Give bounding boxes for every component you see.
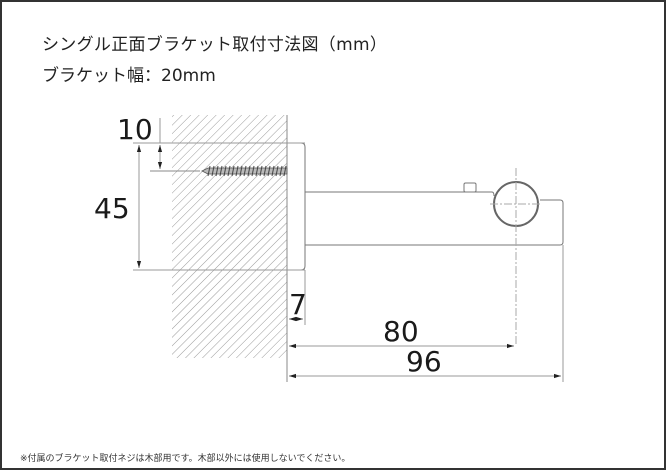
bracket-arm	[305, 182, 564, 246]
wall-section	[172, 115, 288, 382]
page-title: シングル正面ブラケット取付寸法図（mm）	[42, 35, 388, 55]
dimension-lines	[136, 145, 561, 379]
bracket-base-plate	[287, 142, 306, 271]
footer-note: ※付属のブラケット取付ネジは木部用です。木部以外には使用しないでください。	[20, 454, 351, 464]
extension-lines	[133, 118, 564, 382]
screw	[150, 165, 288, 177]
rod-centerlines	[490, 168, 542, 345]
dim-screw-offset: 10	[117, 113, 153, 146]
dim-total-depth: 96	[406, 345, 442, 378]
dim-plate-height: 45	[94, 192, 130, 225]
bracket-width-label: ブラケット幅：20mm	[42, 66, 216, 86]
dim-plate-thickness: 7	[289, 288, 307, 321]
dim-rod-center-distance: 80	[383, 315, 419, 348]
